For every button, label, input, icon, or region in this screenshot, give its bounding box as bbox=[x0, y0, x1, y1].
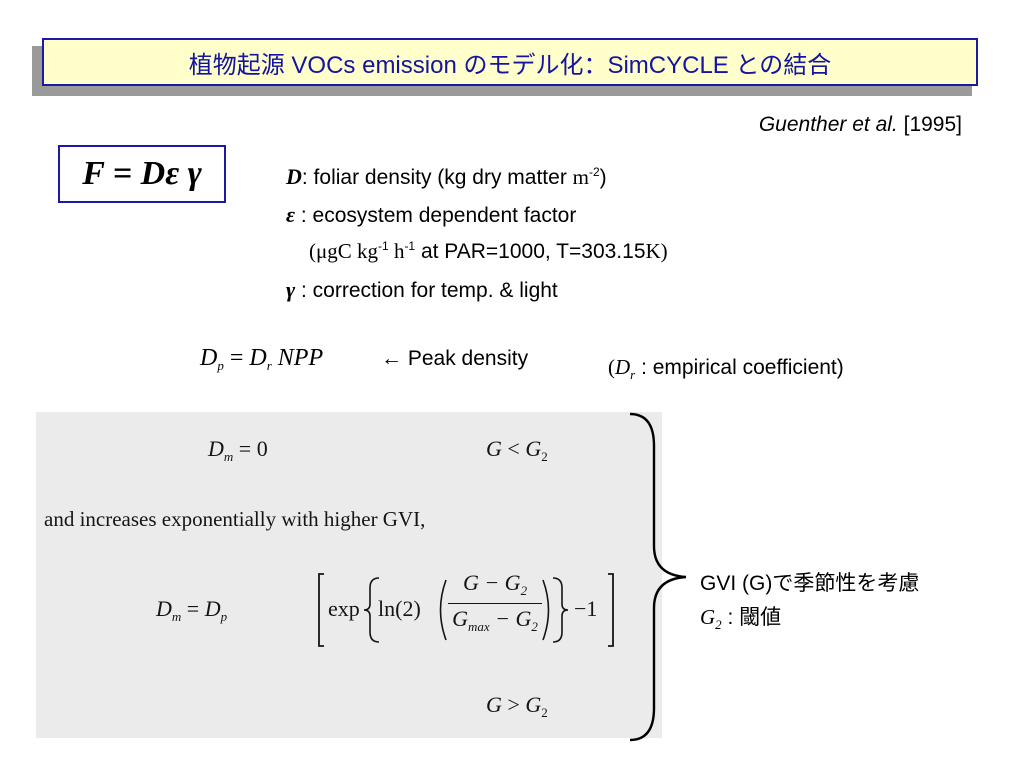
scan-eq1-lhs: D bbox=[208, 436, 224, 461]
scan-eq2-numerator: G − G2 bbox=[448, 570, 542, 598]
g2-sub: 2 bbox=[715, 617, 722, 632]
peak-eq-lhs-sub: p bbox=[217, 358, 224, 373]
scan-cond2-b: G bbox=[525, 692, 542, 717]
definition-epsilon-units: (μgC kg-1 h-1 at PAR=1000, T=303.15K) bbox=[309, 239, 668, 264]
units-rest: at PAR=1000, T=303.15 bbox=[415, 240, 646, 263]
dr-note-text: : empirical coefficient) bbox=[635, 356, 844, 379]
scan-eq2-num-text: G − G bbox=[462, 570, 521, 595]
definition-gamma-text: : correction for temp. & light bbox=[295, 279, 558, 302]
scan-eq2-lhs-sub: m bbox=[171, 609, 182, 624]
peak-density-label: ← Peak density bbox=[381, 347, 529, 370]
gvi-note: GVI (G)で季節性を考慮 bbox=[700, 572, 920, 595]
g2-symbol: G bbox=[700, 605, 716, 629]
peak-eq-lhs: D bbox=[200, 345, 218, 371]
g2-threshold-note: G2 : 閾値 bbox=[700, 601, 781, 631]
dr-note: (Dr : empirical coefficient) bbox=[608, 355, 844, 382]
scan-cond1-sub: 2 bbox=[541, 449, 548, 464]
scan-eq2-exp: exp bbox=[328, 596, 360, 621]
definition-d-unit: m bbox=[572, 165, 589, 189]
dr-note-open: ( bbox=[608, 355, 615, 379]
citation-year: [1995] bbox=[903, 113, 962, 136]
scan-cond2-a: G bbox=[486, 692, 502, 717]
scan-eq2-equals: = bbox=[181, 596, 205, 621]
scan-eq2-lhs: D bbox=[156, 596, 172, 621]
scan-condition-greater: G > G2 bbox=[486, 692, 548, 720]
scan-eq2-ln: ln(2) bbox=[378, 596, 421, 621]
scan-cond2-sub: 2 bbox=[541, 705, 548, 720]
scan-eq1-rhs: = 0 bbox=[233, 436, 268, 461]
scan-eq2-den-sub: max bbox=[467, 619, 490, 634]
peak-eq-rhs-sub: r bbox=[266, 358, 272, 373]
scan-eq2-denominator: Gmax − G2 bbox=[448, 606, 542, 634]
scanned-excerpt: Dm = 0 G < G2 and increases exponentiall… bbox=[36, 412, 662, 738]
units-mid: h bbox=[388, 239, 405, 263]
citation: Guenther et al. [1995] bbox=[650, 113, 962, 137]
scan-eq2-den-g: G bbox=[452, 606, 468, 631]
main-formula: F = Dε γ bbox=[58, 145, 226, 203]
definition-epsilon-symbol: ε bbox=[286, 202, 296, 227]
equation-brackets bbox=[318, 573, 614, 647]
scan-eq2-fraction: G − G2 Gmax − G2 bbox=[448, 570, 542, 650]
slide-title: 植物起源 VOCs emission のモデル化：SimCYCLE との結合 bbox=[42, 38, 978, 86]
peak-eq-equals: = bbox=[223, 345, 250, 371]
scan-eq1-sub: m bbox=[223, 449, 234, 464]
definition-epsilon: ε : ecosystem dependent factor bbox=[286, 202, 576, 228]
scan-equation-exponential: Dm = Dp exp ln(2) G − G2 Gmax − G2 −1 bbox=[156, 570, 636, 650]
citation-authors: Guenther et al. bbox=[758, 113, 898, 136]
units-exp2: -1 bbox=[404, 239, 416, 253]
peak-eq-rhs: D bbox=[249, 345, 267, 371]
scan-eq2-den-b: − G bbox=[489, 606, 532, 631]
units-exp1: -1 bbox=[378, 239, 389, 253]
scan-cond2-op: > bbox=[501, 692, 526, 717]
scan-eq2-tail: −1 bbox=[574, 596, 598, 621]
units-open: (μgC kg bbox=[309, 239, 379, 263]
dr-note-symbol: D bbox=[615, 355, 631, 379]
definition-d-unit-exp: -2 bbox=[589, 165, 600, 179]
definition-gamma-symbol: γ bbox=[286, 277, 296, 302]
main-formula-text: F = Dε γ bbox=[82, 155, 202, 192]
scan-condition-less: G < G2 bbox=[486, 436, 548, 464]
definition-d-text: : foliar density (kg dry matter bbox=[301, 166, 573, 189]
definition-d-close: ) bbox=[599, 166, 607, 189]
fraction-bar bbox=[448, 603, 542, 604]
dr-note-sub: r bbox=[630, 367, 636, 382]
right-brace-icon bbox=[629, 412, 687, 742]
scan-sentence: and increases exponentially with higher … bbox=[44, 507, 426, 531]
scan-eq2-dp: D bbox=[204, 596, 221, 621]
units-k: K) bbox=[645, 239, 668, 263]
scan-equation-zero: Dm = 0 bbox=[208, 436, 268, 464]
scan-cond1-op: < bbox=[501, 436, 526, 461]
g2-text: : 閾値 bbox=[721, 606, 782, 629]
peak-density-equation: Dp = Dr NPP bbox=[200, 345, 323, 372]
slide-title-text: 植物起源 VOCs emission のモデル化：SimCYCLE との結合 bbox=[188, 51, 832, 79]
scan-cond1-b: G bbox=[525, 436, 542, 461]
scan-eq2-den-sub2: 2 bbox=[531, 619, 538, 634]
scan-eq2-num-sub: 2 bbox=[520, 583, 528, 598]
peak-eq-npp: NPP bbox=[271, 345, 324, 371]
definition-gamma: γ : correction for temp. & light bbox=[286, 277, 558, 303]
definition-epsilon-text: : ecosystem dependent factor bbox=[295, 204, 577, 227]
definition-d-symbol: D bbox=[286, 164, 302, 189]
definition-d: D: foliar density (kg dry matter m-2) bbox=[286, 164, 607, 190]
scan-eq2-dp-sub: p bbox=[220, 609, 228, 624]
scan-cond1-a: G bbox=[486, 436, 502, 461]
